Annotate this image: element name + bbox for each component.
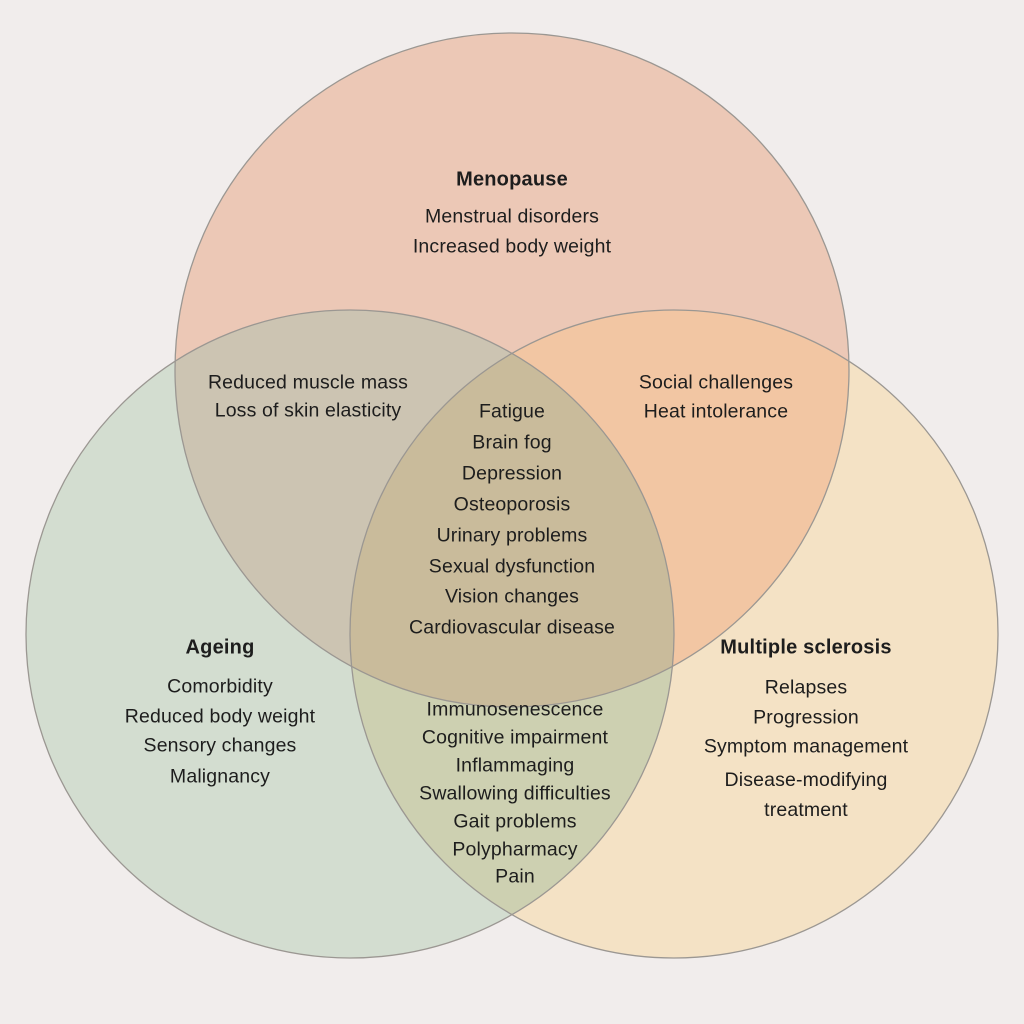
ms-circle-outline xyxy=(349,309,999,959)
ageing-item: Sensory changes xyxy=(143,734,297,757)
menopause-ms-item: Heat intolerance xyxy=(643,400,789,423)
ageing-item: Malignancy xyxy=(169,765,271,788)
ageing-title: Ageing xyxy=(185,636,255,659)
menopause-title: Menopause xyxy=(456,168,568,191)
center-item: Brain fog xyxy=(472,431,552,454)
menopause-circle-outline xyxy=(174,32,850,708)
ms-title: Multiple sclerosis xyxy=(720,636,892,659)
menopause-item: Increased body weight xyxy=(412,235,612,258)
ageing-ms-item: Immunosenescence xyxy=(426,698,604,721)
center-overlap xyxy=(350,310,674,707)
ageing-ms-item: Swallowing difficulties xyxy=(419,782,611,805)
center-item: Depression xyxy=(461,462,563,485)
ms-item: Progression xyxy=(753,706,859,729)
center-item: Vision changes xyxy=(444,585,580,608)
ageing-item: Comorbidity xyxy=(167,675,273,698)
ageing-circle-outline xyxy=(25,309,675,959)
ageing-ms-item: Cognitive impairment xyxy=(421,726,609,749)
ageing-ms-item: Inflammaging xyxy=(455,754,575,777)
ageing-ms-item: Gait problems xyxy=(453,810,577,833)
center-item: Urinary problems xyxy=(436,524,588,547)
menopause-ageing-item: Loss of skin elasticity xyxy=(214,399,402,422)
ms-item: Relapses xyxy=(764,676,848,699)
center-item: Fatigue xyxy=(478,400,546,423)
ms-item: Symptom management xyxy=(703,735,909,758)
center-item: Osteoporosis xyxy=(453,493,571,516)
ageing-item: Reduced body weight xyxy=(124,705,316,728)
ageing-ms-item: Polypharmacy xyxy=(452,838,578,861)
center-item: Sexual dysfunction xyxy=(428,555,596,578)
center-item: Cardiovascular disease xyxy=(409,616,615,639)
ms-item-wrapped: Disease-modifying treatment xyxy=(724,769,888,821)
menopause-ageing-item: Reduced muscle mass xyxy=(207,371,409,394)
menopause-ms-item: Social challenges xyxy=(638,371,794,394)
ageing-ms-item: Pain xyxy=(495,865,535,888)
menopause-item: Menstrual disorders xyxy=(424,205,600,228)
